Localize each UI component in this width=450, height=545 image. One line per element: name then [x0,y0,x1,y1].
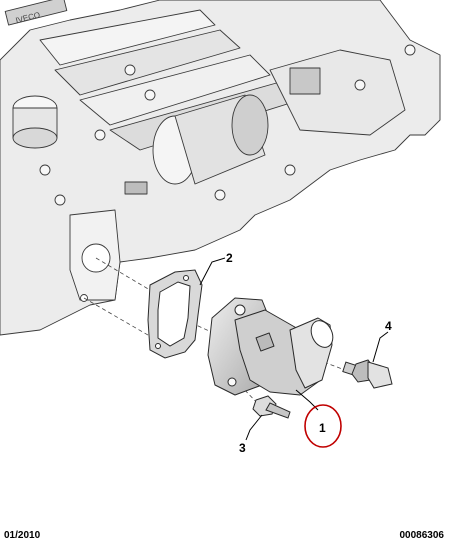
part-3-bolt [252,395,291,419]
oil-filler-base [12,127,58,149]
part-2-gasket [147,269,203,359]
bolt-shank [265,402,291,419]
housing-outlet-mouth [310,320,334,348]
sensor-connector [367,361,393,389]
callout-2: 2 [226,251,233,265]
intake-runner-1 [39,9,216,66]
leader-line-2 [199,257,226,286]
housing-bolt-hole-bottom [227,377,237,387]
callout-1: 1 [319,421,326,435]
intake-runner-3 [79,54,271,126]
egr-connector [289,67,321,95]
leader-line-4 [372,331,389,363]
footer-date: 01/2010 [4,530,41,541]
block-sensor [124,181,148,195]
part-1-coolant-housing [207,297,334,396]
housing-sensor-boss [255,332,275,352]
red-circle-highlight [304,404,342,448]
housing-bolt-hole-top [234,304,246,316]
part-4-sensor [342,359,393,389]
engine-block: IVECO [0,0,441,336]
leader-line-3 [245,414,263,441]
gasket-inner-opening [157,281,191,347]
block-bolt-heads [39,44,416,206]
callout-3: 3 [239,441,246,455]
intake-runner-2 [54,29,241,96]
callout-4: 4 [385,319,392,333]
engine-label-plate [4,0,68,26]
footer-reference-number: 00086306 [399,530,445,541]
throttle-body-flange [231,94,269,156]
gasket-hole-top [183,275,189,281]
gasket-hole-bottom [155,343,161,349]
